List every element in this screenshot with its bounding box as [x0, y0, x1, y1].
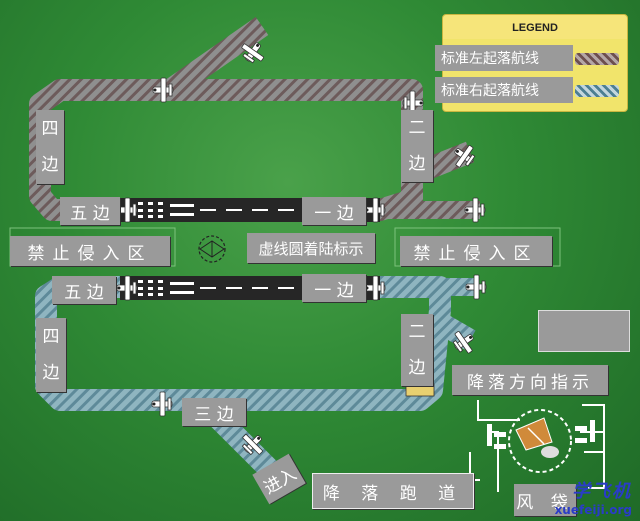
legend: LEGEND 标准左起落航线 标准右起落航线	[435, 14, 628, 112]
watermark: 学飞机 xuefeiji.org	[555, 477, 632, 517]
bottom-leg-3-label: 三 边	[182, 398, 246, 426]
legend-left-pattern-label: 标准左起落航线	[435, 45, 573, 71]
legend-right-pattern-label: 标准右起落航线	[435, 77, 573, 103]
bottom-leg-2-label: 二 边	[401, 314, 433, 386]
legend-left-pattern-swatch	[575, 53, 619, 65]
signal-pad-left	[487, 424, 506, 449]
legend-title: LEGEND	[443, 15, 627, 39]
windsock-circle-icon	[508, 409, 572, 473]
landing-runway-label: 降 落 跑 道	[312, 473, 474, 509]
top-leg-4-label: 四 边	[36, 110, 64, 184]
watermark-cn: 学飞机	[572, 481, 632, 502]
bottom-leg-5-label: 五 边	[52, 276, 116, 304]
legend-right-pattern-swatch	[575, 85, 619, 97]
signal-box	[538, 310, 630, 352]
bottom-leg-1-label: 一 边	[302, 274, 366, 302]
no-entry-zone-left-label: 禁止侵入区	[10, 236, 170, 266]
dashed-circle-label: 虚线圆着陆标示	[247, 233, 375, 263]
top-leg-2-label: 二 边	[401, 110, 433, 182]
signal-pad-right	[575, 420, 595, 443]
top-leg-1-label: 一 边	[302, 197, 366, 225]
dashed-landing-circle-icon	[198, 235, 226, 263]
landing-direction-indicator-label: 降落方向指示	[452, 365, 608, 395]
watermark-url: xuefeiji.org	[554, 503, 632, 517]
no-entry-zone-right-label: 禁止侵入区	[400, 236, 552, 266]
windsock-label: 风 袋	[514, 484, 576, 516]
no-entry-zone-right-outline	[394, 227, 561, 267]
bottom-leg-4-label: 四 边	[36, 318, 66, 392]
top-leg-5-label: 五 边	[60, 197, 120, 225]
